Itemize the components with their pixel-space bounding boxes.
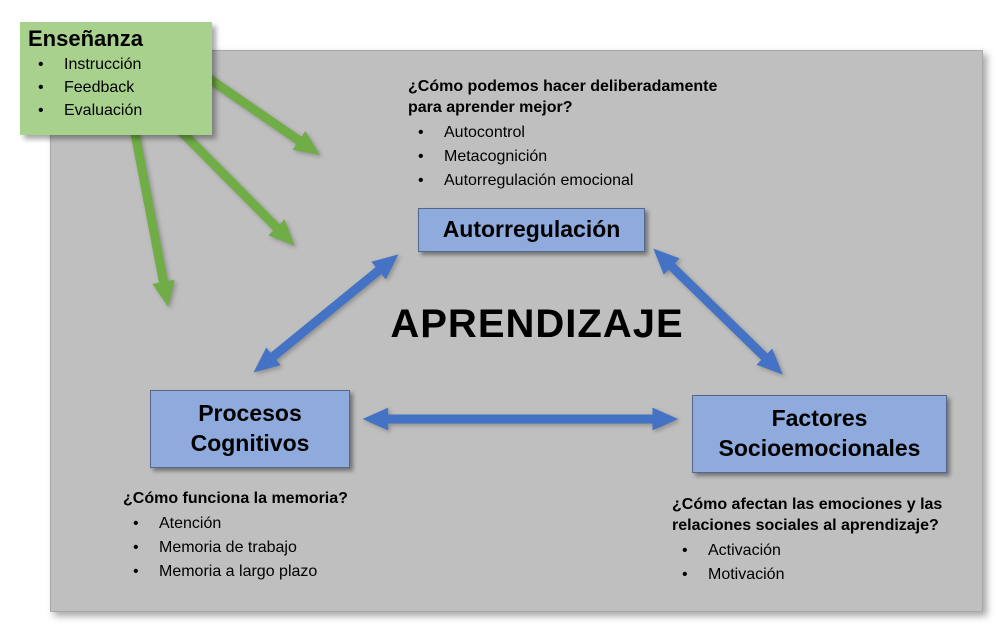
node-autorregulacion: Autorregulación <box>418 208 645 252</box>
list-item: Autocontrol <box>408 121 738 145</box>
ensenanza-list: Instrucción Feedback Evaluación <box>28 53 212 122</box>
annotation-list: Atención Memoria de trabajo Memoria a la… <box>123 512 423 584</box>
node-procesos-cognitivos: Procesos Cognitivos <box>150 390 350 468</box>
list-item: Metacognición <box>408 145 738 169</box>
list-item: Motivación <box>672 563 982 587</box>
list-item: Activación <box>672 539 982 563</box>
list-item: Autorregulación emocional <box>408 169 738 193</box>
annotation-procesos-cognitivos: ¿Cómo funciona la memoria? Atención Memo… <box>123 488 423 584</box>
list-item: Memoria a largo plazo <box>123 560 423 584</box>
aprendizaje-title: APRENDIZAJE <box>390 302 684 346</box>
node-factores-socioemocionales: Factores Socioemocionales <box>692 395 947 473</box>
list-item: Atención <box>123 512 423 536</box>
list-item: Memoria de trabajo <box>123 536 423 560</box>
list-item: Feedback <box>28 76 212 99</box>
list-item: Instrucción <box>28 53 212 76</box>
annotation-autorregulacion: ¿Cómo podemos hacer deliberadamente para… <box>408 76 738 193</box>
annotation-factores-socioemocionales: ¿Cómo afectan las emociones y las relaci… <box>672 494 982 587</box>
annotation-question: ¿Cómo funciona la memoria? <box>123 490 348 507</box>
annotation-list: Activación Motivación <box>672 539 982 587</box>
annotation-question: ¿Cómo afectan las emociones y las relaci… <box>672 496 943 534</box>
annotation-list: Autocontrol Metacognición Autorregulació… <box>408 121 738 193</box>
list-item: Evaluación <box>28 99 212 122</box>
ensenanza-box: Enseñanza Instrucción Feedback Evaluació… <box>20 22 212 135</box>
ensenanza-title: Enseñanza <box>28 26 143 51</box>
annotation-question: ¿Cómo podemos hacer deliberadamente para… <box>408 78 718 116</box>
